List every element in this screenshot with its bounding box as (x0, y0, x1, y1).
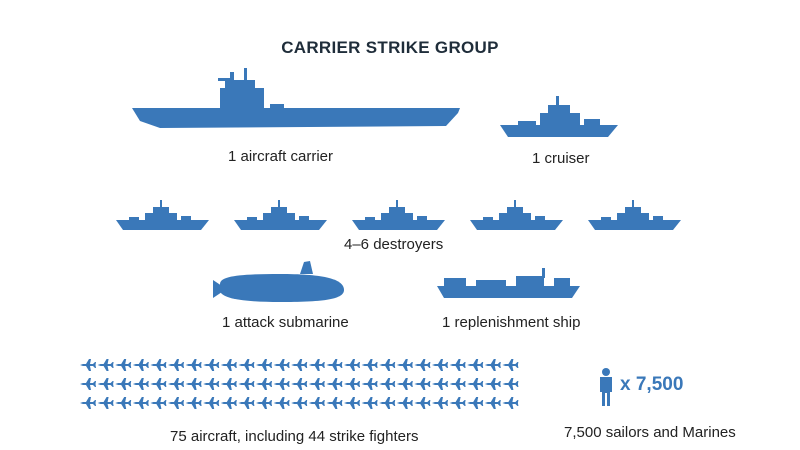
fighter-jet-icon (256, 397, 272, 409)
fighter-jet-icon (344, 378, 360, 390)
fighter-jet-icon (132, 378, 149, 390)
fighter-jet-icon (414, 378, 431, 390)
fighter-jet-icon (449, 359, 466, 371)
fighter-jet-icon (256, 378, 272, 390)
aircraft-label: 75 aircraft, including 44 strike fighter… (170, 428, 419, 445)
fighter-jet-icon (467, 397, 484, 409)
fighter-jet-icon (308, 397, 325, 409)
fighter-jet-icon (238, 397, 255, 409)
fighter-jet-icon (308, 359, 325, 371)
cruiser-icon (498, 95, 620, 140)
destroyer-icon (469, 200, 564, 232)
submarine-label: 1 attack submarine (222, 314, 349, 331)
sailors-label: 7,500 sailors and Marines (564, 424, 736, 441)
fighter-jet-icon (256, 359, 272, 371)
fighter-jet-icon (432, 397, 448, 409)
fighter-jet-icon (273, 359, 290, 371)
fighter-jet-icon (97, 359, 114, 371)
fighter-jet-icon (203, 378, 220, 390)
fighter-jet-icon (203, 397, 220, 409)
fighter-jet-icon (396, 359, 413, 371)
fighter-jet-icon (203, 359, 220, 371)
fighter-jet-icon (80, 378, 96, 390)
fighter-jet-icon (344, 397, 360, 409)
person-icon (598, 368, 614, 406)
fighter-jet-icon (379, 397, 396, 409)
fighter-jet-icon (132, 397, 149, 409)
fighter-jet-icon (273, 397, 290, 409)
fighter-jet-icon (80, 397, 96, 409)
fighter-jet-icon (291, 359, 308, 371)
fighter-jet-icon (502, 378, 519, 390)
fighter-jet-icon (379, 359, 396, 371)
destroyers-row (115, 200, 685, 232)
destroyer-icon (351, 200, 446, 232)
fighter-jet-icon (291, 397, 308, 409)
fighter-jet-icon (361, 359, 378, 371)
fighter-jet-icon (432, 359, 448, 371)
fighter-jet-icon (132, 359, 149, 371)
fighter-jet-icon (150, 378, 167, 390)
fighter-jet-icon (115, 378, 132, 390)
fighter-jet-icon (449, 378, 466, 390)
aircraft-grid (80, 356, 520, 412)
destroyer-icon (587, 200, 682, 232)
fighter-jet-icon (396, 378, 413, 390)
sailors-count: x 7,500 (620, 374, 684, 395)
destroyer-icon (233, 200, 328, 232)
fighter-jet-icon (168, 397, 184, 409)
fighter-jet-icon (432, 378, 448, 390)
submarine-icon (210, 258, 350, 306)
fighter-jet-icon (115, 397, 132, 409)
cruiser-label: 1 cruiser (532, 150, 590, 167)
fighter-jet-icon (150, 397, 167, 409)
fighter-jet-icon (502, 397, 519, 409)
fighter-jet-icon (414, 397, 431, 409)
fighter-jet-icon (484, 397, 501, 409)
fighter-jet-icon (185, 359, 202, 371)
fighter-jet-icon (344, 359, 360, 371)
fighter-jet-icon (308, 378, 325, 390)
fighter-jet-icon (238, 359, 255, 371)
fighter-jet-icon (220, 359, 237, 371)
fighter-jet-icon (80, 359, 96, 371)
fighter-jet-icon (220, 378, 237, 390)
destroyer-icon (115, 200, 210, 232)
fighter-jet-icon (185, 397, 202, 409)
fighter-jet-icon (361, 378, 378, 390)
fighter-jet-icon (379, 378, 396, 390)
fighter-jet-icon (291, 378, 308, 390)
fighter-jet-icon (326, 359, 343, 371)
page-title: CARRIER STRIKE GROUP (281, 38, 499, 57)
aircraft-carrier-icon (130, 66, 465, 136)
fighter-jet-icon (467, 378, 484, 390)
fighter-jet-icon (484, 378, 501, 390)
replenishment-ship-icon (436, 266, 581, 300)
fighter-jet-icon (502, 359, 519, 371)
fighter-jet-icon (150, 359, 167, 371)
fighter-jet-icon (115, 359, 132, 371)
fighter-jet-icon (449, 397, 466, 409)
fighter-jet-icon (361, 397, 378, 409)
replenishment-label: 1 replenishment ship (442, 314, 581, 331)
fighter-jet-icon (326, 378, 343, 390)
fighter-jet-icon (326, 397, 343, 409)
fighter-jet-icon (168, 359, 184, 371)
fighter-jet-icon (168, 378, 184, 390)
fighter-jet-icon (484, 359, 501, 371)
fighter-jet-icon (414, 359, 431, 371)
destroyers-label: 4–6 destroyers (344, 236, 444, 253)
fighter-jet-icon (220, 397, 237, 409)
fighter-jet-icon (396, 397, 413, 409)
fighter-jet-icon (238, 378, 255, 390)
fighter-jet-icon (97, 397, 114, 409)
carrier-label: 1 aircraft carrier (228, 148, 334, 165)
fighter-jet-icon (273, 378, 290, 390)
fighter-jet-icon (97, 378, 114, 390)
fighter-jet-icon (467, 359, 484, 371)
fighter-jet-icon (185, 378, 202, 390)
